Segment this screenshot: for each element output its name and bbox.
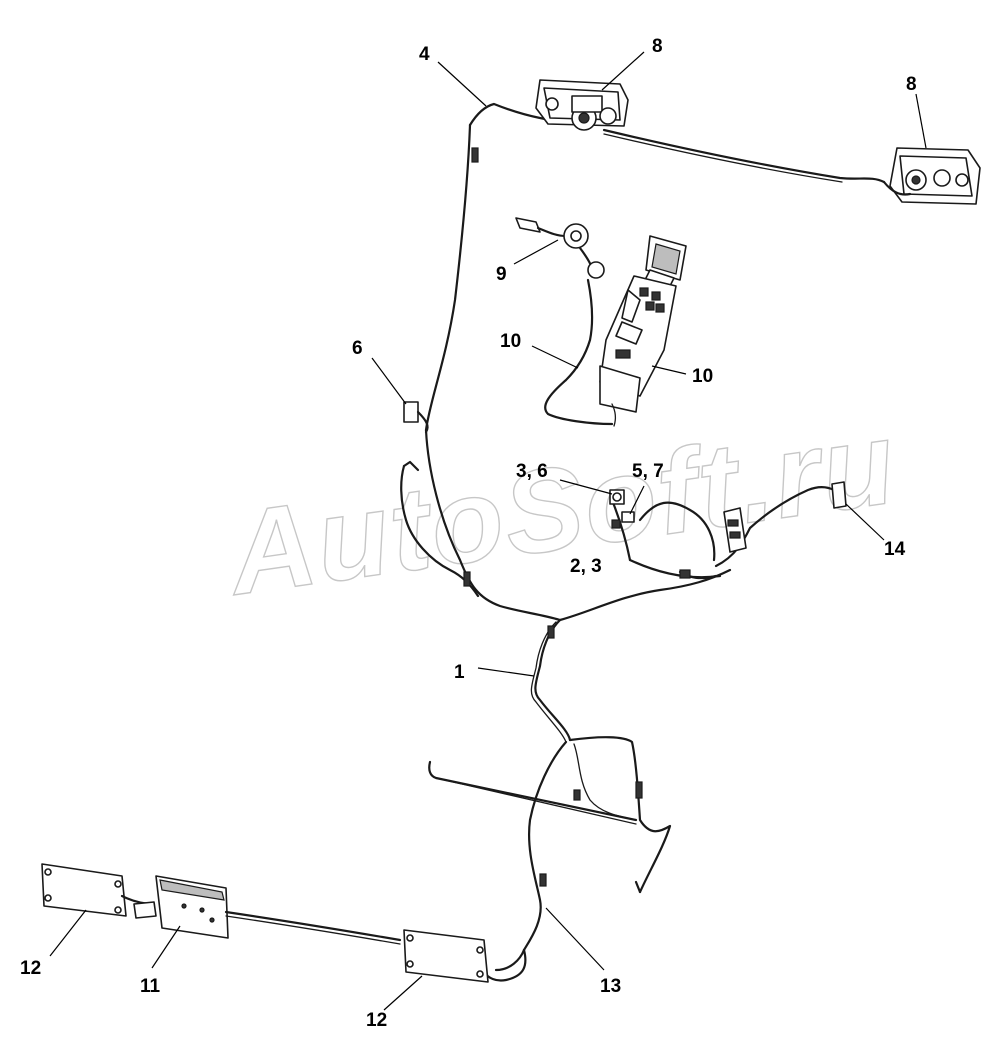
leader-lines xyxy=(49,51,927,1011)
callout-4: 4 xyxy=(419,44,430,65)
bracket-11 xyxy=(133,875,229,939)
lamp-connecting-wire-2 xyxy=(225,915,401,945)
callout-12-bottom: 12 xyxy=(366,1010,387,1031)
lower-harness xyxy=(482,740,568,982)
lower-left-lamp xyxy=(41,863,156,917)
callout-3-6: 3, 6 xyxy=(516,461,548,482)
main-harness xyxy=(400,428,732,743)
right-branch xyxy=(678,481,847,580)
callout-13: 13 xyxy=(600,976,621,997)
callout-6: 6 xyxy=(352,338,363,359)
connector-6-left xyxy=(403,401,429,434)
callout-2-3: 2, 3 xyxy=(570,556,602,577)
top-lamp-block xyxy=(535,79,629,131)
right-lamp-block xyxy=(882,147,981,205)
lower-frame xyxy=(428,736,672,894)
callout-14: 14 xyxy=(884,539,906,560)
watermark: AutoSoft.ru xyxy=(218,396,904,620)
callout-12-left: 12 xyxy=(20,958,41,979)
callout-8-top: 8 xyxy=(652,36,663,57)
callout-5-7: 5, 7 xyxy=(632,461,664,482)
top-harness xyxy=(424,102,886,432)
callout-11: 11 xyxy=(140,976,161,997)
callout-10-left: 10 xyxy=(500,331,521,352)
centre-connectors xyxy=(609,489,722,579)
callout-9: 9 xyxy=(496,264,507,285)
callouts: 4 8 8 9 10 10 6 3, 6 5, 7 2, 3 14 1 13 1… xyxy=(20,36,917,1031)
callout-1: 1 xyxy=(454,662,465,683)
callout-10-right: 10 xyxy=(692,366,713,387)
lower-right-lamp xyxy=(403,929,489,983)
callout-8-right: 8 xyxy=(906,74,917,95)
lamp-connecting-wire xyxy=(224,910,402,942)
joystick-assembly xyxy=(515,217,687,427)
